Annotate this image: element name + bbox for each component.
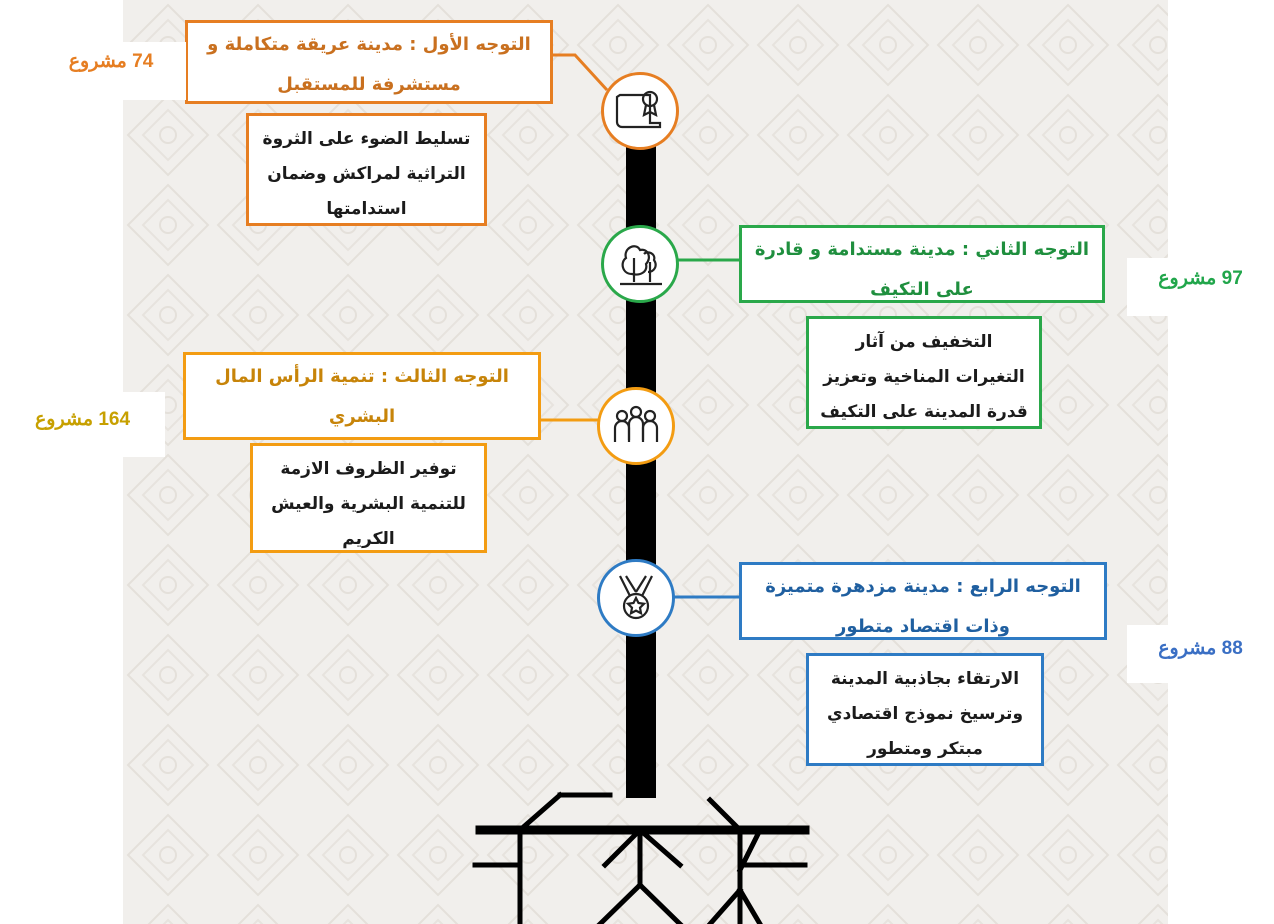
axis-2-node [601,225,679,303]
axis-3-project-count: 164 مشروع [0,392,165,457]
trees-icon [620,245,662,286]
connector-axis-4 [672,595,744,599]
document-certificate-icon [615,90,662,129]
axis-4-description: الارتقاء بجاذبية المدينة وترسيخ نموذج اق… [806,653,1044,766]
connector-axis-1 [550,53,609,92]
axis-2-title: التوجه الثاني : مدينة مستدامة و قادرة عل… [739,225,1105,303]
axis-4-project-count: 88 مشروع [1127,625,1274,683]
axis-3-description: توفير الظروف الازمة للتنمية البشرية والع… [250,443,487,553]
axis-2-project-count: 97 مشروع [1127,258,1274,316]
connector-axis-3 [540,418,602,422]
connector-axis-2 [672,258,744,262]
tree-roots [472,791,810,924]
axis-1-title: التوجه الأول : مدينة عريقة متكاملة و مست… [185,20,553,104]
axis-4-node [597,559,675,637]
axis-1-project-count: 74 مشروع [36,42,186,100]
axis-1-node [601,72,679,150]
people-group-icon [613,405,659,442]
axis-3-node [597,387,675,465]
axis-4-title: التوجه الرابع : مدينة مزدهرة متميزة وذات… [739,562,1107,640]
axis-3-title: التوجه الثالث : تنمية الرأس المال البشري [183,352,541,440]
axis-1-description: تسليط الضوء على الثروة التراثية لمراكش و… [246,113,487,226]
medal-icon [619,575,653,620]
axis-2-description: التخفيف من آثار التغيرات المناخية وتعزيز… [806,316,1042,429]
